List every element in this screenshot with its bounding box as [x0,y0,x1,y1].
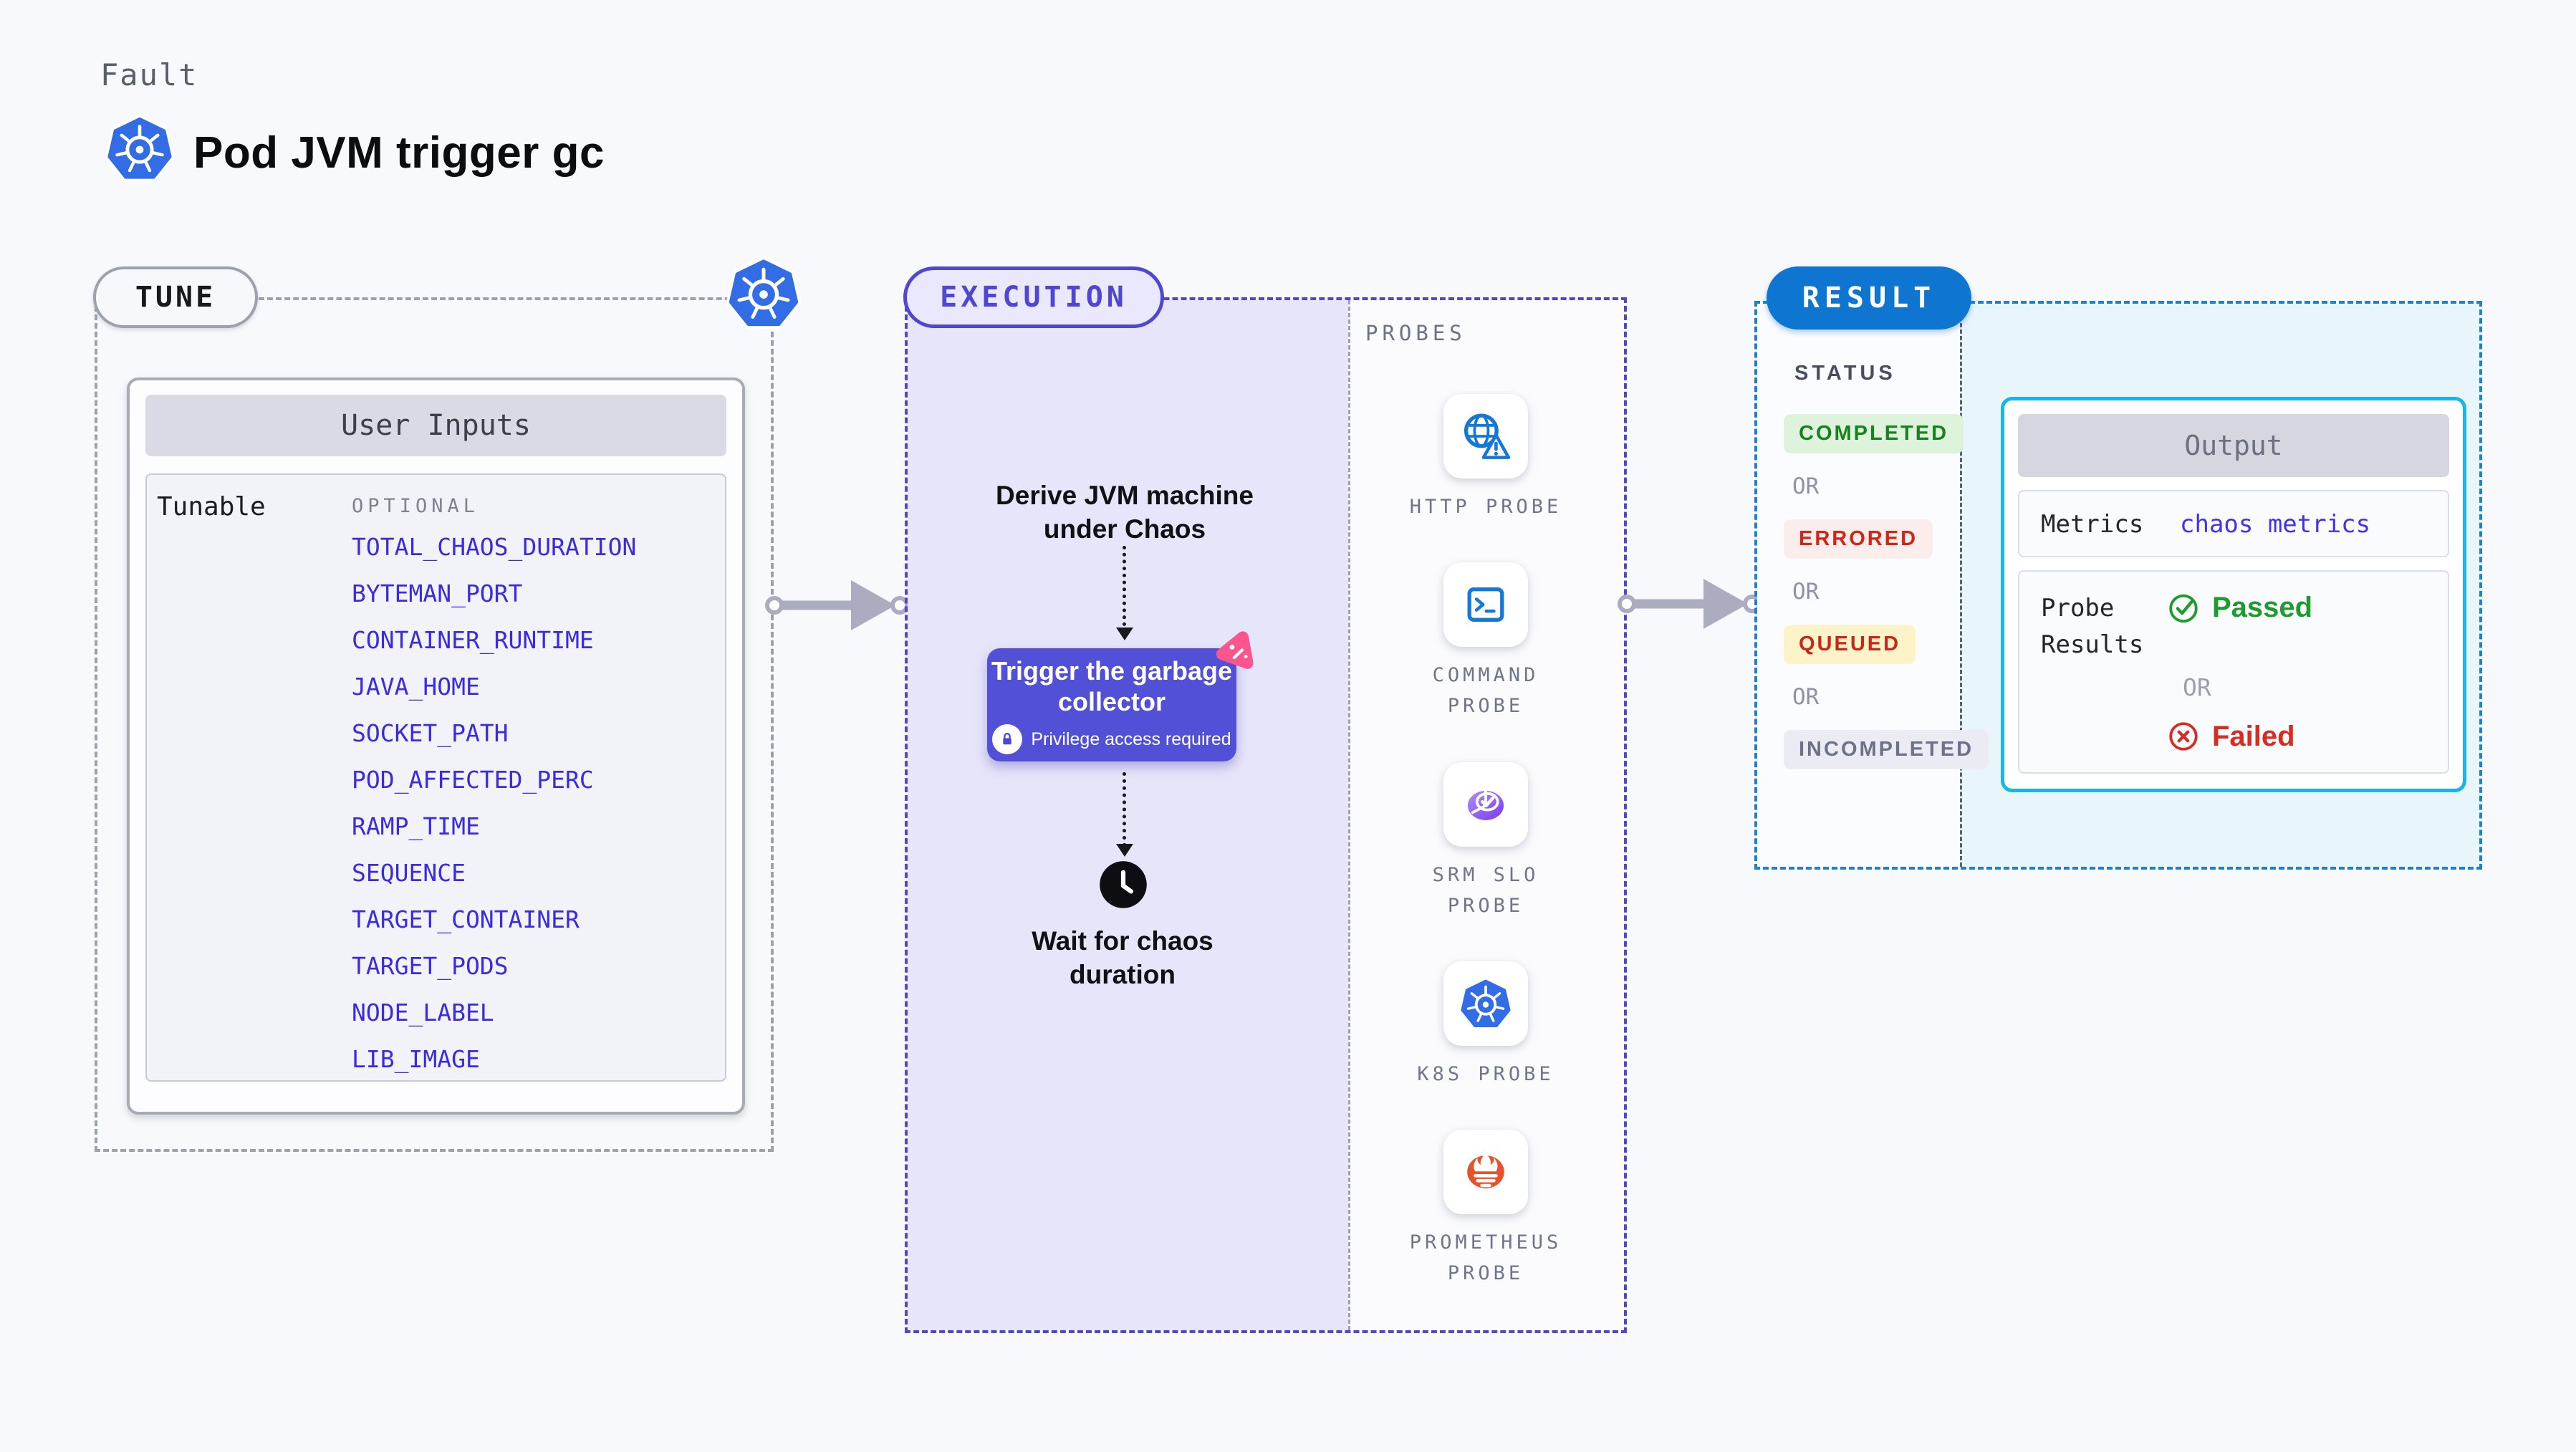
tunable-param-link[interactable]: NODE_LABEL [352,999,494,1027]
passed-result: Passed [2166,590,2312,625]
optional-label: OPTIONAL [352,495,480,517]
tunable-param-link[interactable]: TOTAL_CHAOS_DURATION [352,533,637,561]
flow-dotted-connector [1123,772,1126,847]
lock-icon [992,724,1023,755]
http-probe-icon [1458,409,1513,463]
probe-item: HTTP PROBE [1378,394,1593,522]
fault-kicker: Fault [100,57,198,92]
probe-label: PROMETHEUS PROBE [1409,1231,1562,1285]
or-separator: OR [2183,673,2211,701]
probe-label: K8S PROBE [1417,1062,1554,1085]
chaos-experiment-badge-icon [1207,625,1261,679]
probes-list: HTTP PROBE COMMAND PROBE SRM SLO PROBE K… [1378,394,1593,1330]
status-badge-completed: COMPLETED [1784,414,1964,453]
tunable-label: Tunable [157,492,266,521]
probe-card [1443,961,1528,1046]
kubernetes-icon [726,255,802,331]
tunable-param-link[interactable]: RAMP_TIME [352,812,480,840]
page-title: Pod JVM trigger gc [193,128,605,178]
probe-results-row: Probe Results Passed OR Failed [2018,570,2449,774]
probe-label: COMMAND PROBE [1432,664,1539,718]
command-probe-icon [1458,577,1513,632]
tunable-param-link[interactable]: BYTEMAN_PORT [352,580,523,607]
status-badge-queued: QUEUED [1784,625,1916,664]
tunable-param-link[interactable]: LIB_IMAGE [352,1045,480,1073]
probe-label: HTTP PROBE [1409,496,1562,518]
failed-result: Failed [2166,719,2295,754]
probe-item: SRM SLO PROBE [1378,761,1593,921]
tunable-param-link[interactable]: SEQUENCE [352,859,466,887]
or-separator: OR [1792,684,1820,710]
status-badge-incompleted: INCOMPLETED [1784,730,1989,769]
kubernetes-icon [105,112,175,185]
trigger-gc-node: Trigger the garbage collector Privilege … [987,648,1236,761]
failed-label: Failed [2212,720,2295,752]
down-arrowhead-icon [1116,844,1133,857]
probe-label: SRM SLO PROBE [1432,863,1539,917]
check-circle-icon [2166,590,2201,625]
metrics-label: Metrics [2041,510,2144,539]
execution-to-result-arrow [1618,572,1761,636]
tunable-param-link[interactable]: POD_AFFECTED_PERC [352,766,594,794]
wait-duration-text: Wait for chaos duration [1032,926,1213,990]
tunable-param-link[interactable]: CONTAINER_RUNTIME [352,626,594,654]
output-header: Output [2018,414,2449,477]
derive-jvm-text: Derive JVM machine under Chaos [996,481,1254,544]
privilege-row: Privilege access required [992,724,1231,755]
status-badge-errored: ERRORED [1784,519,1933,559]
execution-pill: EXECUTION [903,266,1164,328]
tunable-param-link[interactable]: TARGET_PODS [352,952,509,980]
execution-canvas [908,300,1348,1330]
user-inputs-body [145,473,726,1082]
execution-section [905,297,1627,1333]
k8s-probe-icon [1458,976,1513,1031]
probe-card [1443,562,1528,648]
tune-to-execution-arrow [765,573,908,638]
trigger-gc-title: Trigger the garbage collector [991,655,1233,716]
flow-dotted-connector [1123,546,1126,626]
prometheus-probe-icon [1458,1145,1513,1199]
tunable-param-link[interactable]: JAVA_HOME [352,673,480,701]
probe-card [1443,1130,1528,1215]
privilege-note: Privilege access required [1031,729,1231,749]
tunable-param-link[interactable]: SOCKET_PATH [352,719,509,747]
passed-label: Passed [2212,591,2313,623]
user-inputs-header: User Inputs [145,395,726,456]
metrics-row: Metrics chaos metrics [2018,490,2449,557]
srm-slo-probe-icon [1458,777,1513,832]
clock-icon [1095,857,1151,913]
probe-item: PROMETHEUS PROBE [1378,1130,1593,1289]
tunable-params-list: TOTAL_CHAOS_DURATION BYTEMAN_PORT CONTAINE… [352,534,636,1073]
tune-pill: TUNE [93,266,258,328]
or-separator: OR [1792,473,1820,499]
probe-card [1443,761,1528,847]
down-arrowhead-icon [1116,628,1133,640]
probes-label: PROBES [1365,321,1466,345]
tunable-param-link[interactable]: TARGET_CONTAINER [352,905,580,933]
status-column [1757,304,1960,867]
status-label: STATUS [1794,362,1896,385]
probe-results-label: Probe Results [2041,594,2144,659]
result-pill: RESULT [1767,266,1971,330]
or-separator: OR [1792,579,1820,605]
probe-item: COMMAND PROBE [1378,562,1593,721]
status-flow: COMPLETED OR ERRORED OR QUEUED OR INCOMPLETED [1784,414,1989,769]
tune-section [95,297,774,1152]
x-circle-icon [2166,719,2201,754]
metrics-value-link[interactable]: chaos metrics [2180,510,2371,539]
probe-item: K8S PROBE [1378,961,1593,1090]
probe-card [1443,394,1528,479]
